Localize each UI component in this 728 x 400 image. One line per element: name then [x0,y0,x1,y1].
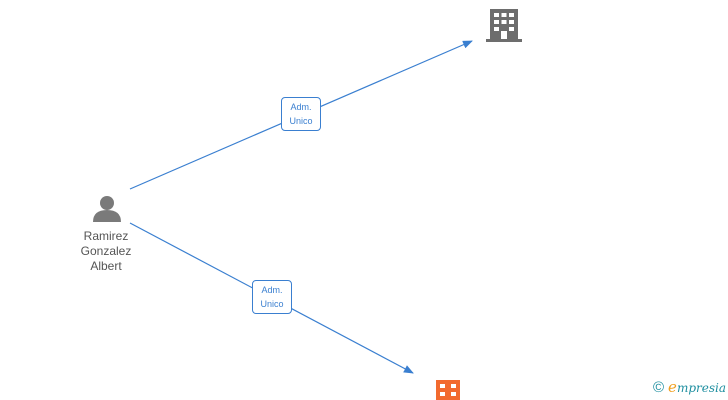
brand-logo-text: mpresia [676,381,726,395]
relation-label-top: Adm. Unico [281,97,321,131]
person-name-label[interactable]: Ramirez Gonzalez Albert [66,229,146,274]
person-name-line: Ramirez [83,229,129,243]
brand-logo-initial: e [668,378,677,396]
relation-label-line: Adm. [261,285,283,295]
copyright-icon: © [652,378,665,396]
relation-label-line: Adm. [290,102,312,112]
relation-label-line: Unico [289,116,313,126]
relation-label-bottom: Adm. Unico [252,280,292,314]
relation-label-line: Unico [260,299,284,309]
brand-footer[interactable]: © empresia [653,377,726,397]
building-icon-highlighted[interactable] [436,380,460,400]
building-icon[interactable] [486,9,522,42]
person-name-line: Albert [90,259,122,273]
person-icon[interactable] [93,196,121,222]
brand-logo: empresia [668,378,726,396]
person-name-line: Gonzalez [80,244,132,258]
